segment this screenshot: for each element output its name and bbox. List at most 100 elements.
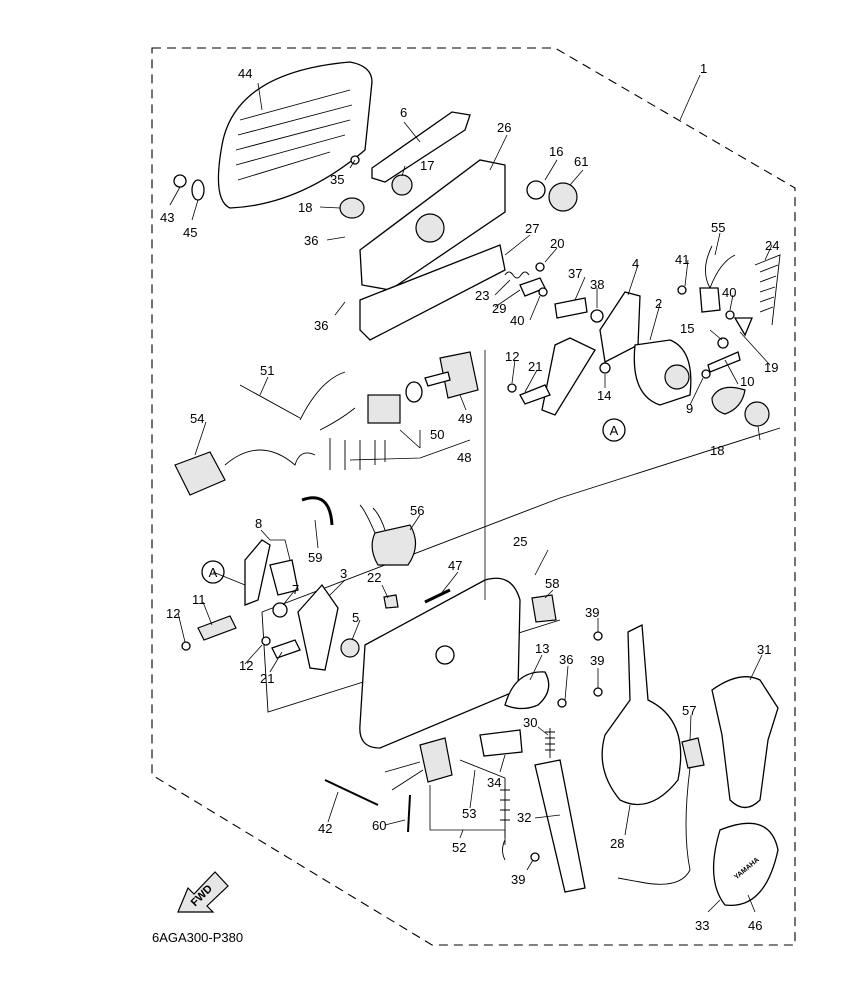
part-25-housing: [359, 577, 521, 749]
part-51-rod: [239, 384, 301, 419]
callout-5: 5: [352, 610, 359, 625]
part-57-switch: [681, 737, 705, 769]
part-8-arm: [269, 559, 299, 596]
ref-circle-a-right: A: [602, 418, 626, 442]
part-47-spring: [424, 588, 451, 604]
part-32-lever: [534, 759, 586, 893]
part-23-spring: [504, 271, 530, 279]
callout-labels: 1 44 6 26 16 61 17 35 18 43 45 36 27 20 …: [160, 61, 779, 933]
callout-39-c: 39: [511, 872, 525, 887]
callout-56: 56: [410, 503, 424, 518]
leader-lines: [169, 74, 773, 913]
part-58-block: [531, 594, 557, 623]
callout-10: 10: [740, 374, 754, 389]
callout-51: 51: [260, 363, 274, 378]
part-6-plate: [371, 111, 471, 183]
part-11-pin: [197, 615, 237, 641]
part-17-bushing: [391, 174, 413, 196]
part-52-switch: [419, 737, 453, 783]
callout-9: 9: [686, 401, 693, 416]
part-54-socket: [174, 451, 226, 496]
callout-46: 46: [748, 918, 762, 933]
part-45-washer: [191, 179, 205, 201]
callout-39-b: 39: [590, 653, 604, 668]
fwd-arrow: FWD: [177, 871, 229, 913]
part-15-pin: [717, 337, 729, 349]
callout-15: 15: [680, 321, 694, 336]
part-59-clip: [301, 496, 334, 526]
callout-26: 26: [497, 120, 511, 135]
callout-13: 13: [535, 641, 549, 656]
part-4-bracket: [599, 291, 641, 363]
part-48-switch-box: [367, 394, 401, 424]
callout-53: 53: [462, 806, 476, 821]
part-54-cable: [224, 449, 316, 466]
callout-14: 14: [597, 388, 611, 403]
callout-19: 19: [764, 360, 778, 375]
part-10-bolt: [707, 351, 741, 373]
part-21-link: [519, 384, 551, 405]
callout-16: 16: [549, 144, 563, 159]
callout-32: 32: [517, 810, 531, 825]
callout-58: 58: [545, 576, 559, 591]
callout-44: 44: [238, 66, 252, 81]
callout-2: 2: [655, 296, 662, 311]
callout-34: 34: [487, 775, 501, 790]
callout-18-upper: 18: [298, 200, 312, 215]
callout-42: 42: [318, 821, 332, 836]
callout-50: 50: [430, 427, 444, 442]
part-22-clip: [383, 594, 399, 609]
part-39-screw-c: [530, 852, 540, 862]
part-12-clip-b: [261, 636, 271, 646]
part-19-cam: [733, 317, 753, 337]
callout-61: 61: [574, 154, 588, 169]
part-12-clip-upper: [507, 383, 517, 393]
part-49-key: [424, 371, 451, 387]
part-61-cap: [548, 182, 578, 212]
part-40-screw-a: [538, 287, 548, 297]
callout-29: 29: [492, 301, 506, 316]
callout-47: 47: [448, 558, 462, 573]
callout-21-lower: 21: [260, 671, 274, 686]
callout-45: 45: [183, 225, 197, 240]
part-40-screw-b: [725, 310, 735, 320]
part-12-clip-a: [181, 641, 191, 651]
callout-59: 59: [308, 550, 322, 565]
callout-49: 49: [458, 411, 472, 426]
callout-24: 24: [765, 238, 779, 253]
callout-12-mid: 12: [239, 658, 253, 673]
callout-1: 1: [700, 61, 707, 76]
part-48-harness: [299, 371, 386, 470]
callout-48: 48: [457, 450, 471, 465]
callout-17: 17: [420, 158, 434, 173]
part-34-bracket: [479, 729, 523, 757]
part-18-grommet-upper: [339, 197, 365, 219]
callout-25: 25: [513, 534, 527, 549]
part-3-gear-plate: [297, 583, 339, 671]
part-41-screw: [677, 285, 687, 295]
ref-circle-a-left-label: A: [209, 565, 218, 580]
callout-3: 3: [340, 566, 347, 581]
part-28-lever: [601, 623, 682, 806]
callout-22: 22: [367, 570, 381, 585]
callout-40-center: 40: [510, 313, 524, 328]
callout-7: 7: [292, 582, 299, 597]
part-52-leads: [384, 761, 424, 791]
callout-39-a: 39: [585, 605, 599, 620]
callout-33: 33: [695, 918, 709, 933]
callout-36-mid: 36: [314, 318, 328, 333]
part-36-screw-c: [557, 698, 567, 708]
part-50-nut: [405, 381, 423, 403]
part-7-washer: [272, 602, 288, 618]
callout-36-lower: 36: [559, 652, 573, 667]
part-38-washer: [590, 309, 604, 323]
part-55-lever: [699, 287, 721, 313]
callout-40-right: 40: [722, 285, 736, 300]
callout-18-lower: 18: [710, 443, 724, 458]
part-56-leads: [359, 504, 386, 534]
callout-27: 27: [525, 221, 539, 236]
part-42-bolt: [324, 779, 379, 806]
callout-12-left: 12: [166, 606, 180, 621]
ref-circle-a-right-label: A: [610, 423, 619, 438]
callout-37: 37: [568, 266, 582, 281]
